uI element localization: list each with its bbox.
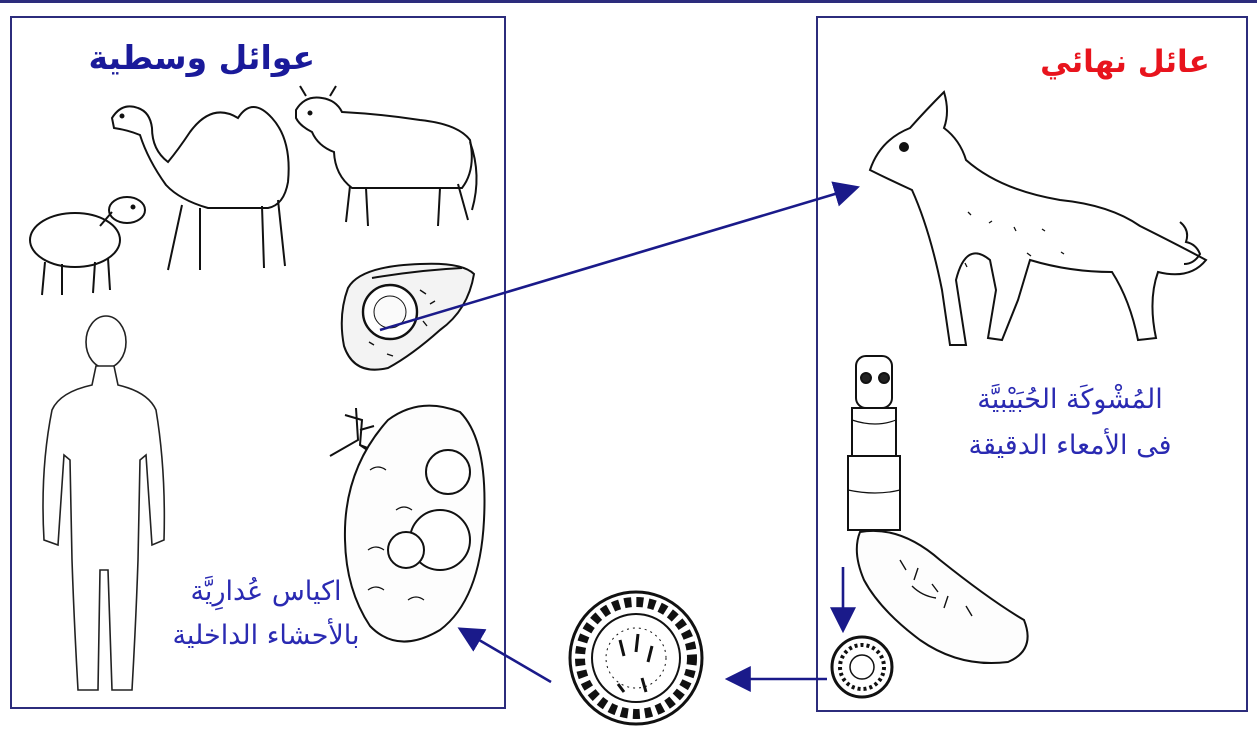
- liver-cyst-icon: [342, 264, 474, 370]
- sheep-icon: [30, 197, 145, 295]
- hydatid-cyst-label-line1: اكياس عُدارِيَّة: [146, 576, 386, 607]
- intermediate-hosts-title: عوائل وسطية: [95, 38, 315, 77]
- large-egg-icon: [570, 592, 702, 724]
- small-egg-icon: [832, 637, 892, 697]
- hydatid-cyst-label-line2: بالأحشاء الداخلية: [146, 620, 386, 651]
- arrow-cyst-to-dog: [380, 188, 855, 330]
- definitive-host-title: عائل نهائي: [1030, 44, 1220, 80]
- arrow-egg-to-intermediate: [462, 630, 551, 682]
- cow-icon: [296, 86, 477, 226]
- adult-worm-label-line2: فى الأمعاء الدقيقة: [930, 430, 1210, 461]
- dog-icon: [870, 92, 1206, 345]
- camel-icon: [112, 106, 289, 270]
- adult-worm-label-line1: المُشْوكَة الحُبَيْبيَّة: [930, 384, 1210, 415]
